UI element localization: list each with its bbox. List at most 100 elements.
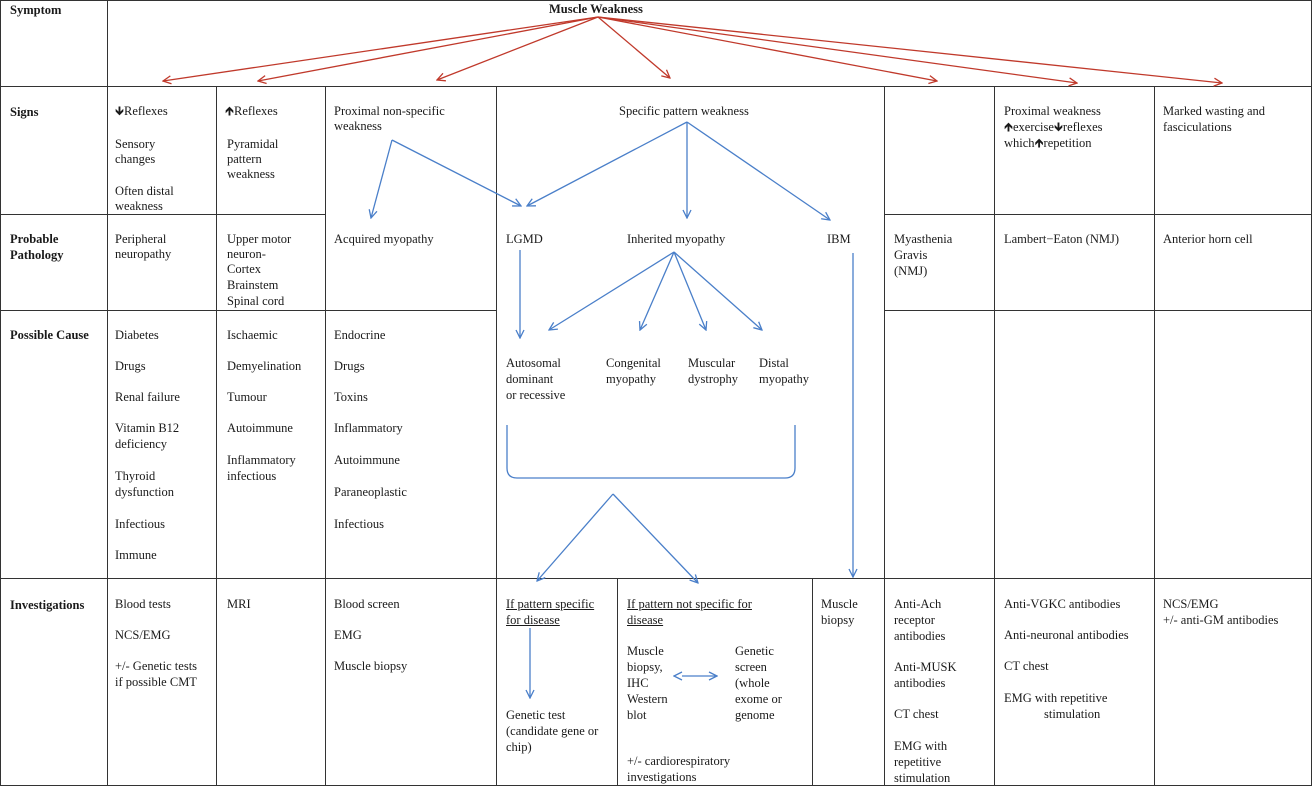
inv-nonspecific-right: genome: [735, 708, 775, 722]
signs-specific: Specific pattern weakness: [619, 104, 749, 118]
grid-col-5: [617, 578, 618, 786]
inv-lambert-item: Anti-VGKC antibodies: [1004, 597, 1121, 611]
signs-upper-line: Pyramidal: [227, 137, 279, 151]
blue-arrow-bracket-nonspecific: [612, 493, 698, 583]
grid-row-pathology-bottom: [0, 310, 497, 311]
red-arrow-myasthenia: [597, 16, 937, 81]
grid-col-8: [994, 86, 995, 786]
cause-peripheral-item: Vitamin B12: [115, 421, 180, 435]
cause-proximal-item: Infectious: [334, 517, 384, 531]
inv-ibm-item: biopsy: [821, 613, 855, 627]
grid-left: [0, 0, 1, 786]
grid-col-3: [325, 86, 326, 786]
cause-congenital-line: Congenital: [606, 356, 661, 370]
cause-peripheral-item: Immune: [115, 548, 157, 562]
inv-proximal-item: EMG: [334, 628, 362, 642]
pathology-upper-line: Spinal cord: [227, 294, 285, 308]
signs-proximal-line: Proximal non-specific: [334, 104, 445, 118]
cause-upper-item: infectious: [227, 469, 277, 483]
inv-lambert-item: CT chest: [1004, 659, 1049, 673]
up-arrow-icon: 🡹: [225, 104, 234, 118]
pathology-myasthenia-line: (NMJ): [894, 264, 928, 278]
cause-peripheral-item: deficiency: [115, 437, 168, 451]
blue-arrow-specific-ibm: [686, 121, 830, 220]
signs-anterior-line: Marked wasting and: [1163, 104, 1266, 118]
signs-peripheral-reflexes: 🡻Reflexes: [115, 104, 168, 118]
row-label-pathology-2: Pathology: [10, 248, 64, 262]
inv-nonspecific-left: Muscle: [627, 644, 664, 658]
inv-lambert-item: stimulation: [1044, 707, 1101, 721]
blue-arrow-inherited-congenital: [640, 251, 675, 330]
red-arrow-upper: [258, 16, 599, 81]
pathology-ibm: IBM: [827, 232, 851, 246]
pathology-myasthenia-line: Gravis: [894, 248, 928, 262]
pathology-acquired: Acquired myopathy: [334, 232, 434, 246]
grid-col-9: [1154, 86, 1155, 786]
inv-lambert-item: EMG with repetitive: [1004, 691, 1108, 705]
red-arrow-anterior: [597, 16, 1222, 83]
inv-specific-result: Genetic test: [506, 708, 566, 722]
cause-autosomal-line: Autosomal: [506, 356, 561, 370]
inv-nonspecific-foot: +/- cardiorespiratory: [627, 754, 731, 768]
inv-nonspecific-right: screen: [735, 660, 767, 674]
signs-peripheral-line: Often distal: [115, 184, 174, 198]
inv-nonspecific-left: blot: [627, 708, 647, 722]
signs-lambert-line1: Proximal weakness: [1004, 104, 1101, 118]
pathology-upper-line: neuron-: [227, 247, 266, 261]
grid-row-symptom-bottom: [0, 86, 1312, 87]
signs-lambert-line2: 🡹exercise🡻reflexes: [1004, 120, 1103, 134]
signs-peripheral-line: Sensory: [115, 137, 156, 151]
pathology-lgmd: LGMD: [506, 232, 543, 246]
cause-peripheral-item: Drugs: [115, 359, 146, 373]
pathology-upper-line: Cortex: [227, 262, 262, 276]
cause-distal-line: Distal: [759, 356, 789, 370]
row-label-pathology-1: Probable: [10, 232, 59, 246]
inv-myasthenia-item: antibodies: [894, 676, 946, 690]
cause-proximal-item: Drugs: [334, 359, 365, 373]
cause-proximal-item: Endocrine: [334, 328, 386, 342]
signs-upper-line: pattern: [227, 152, 262, 166]
inv-nonspecific-right: exome or: [735, 692, 782, 706]
cause-upper-item: Ischaemic: [227, 328, 278, 342]
inv-specific-result: (candidate gene or: [506, 724, 599, 738]
inv-specific-heading: If pattern specific: [506, 597, 595, 611]
grid-col-7: [884, 86, 885, 786]
cause-muscular-line: dystrophy: [688, 372, 738, 386]
cause-proximal-item: Autoimmune: [334, 453, 400, 467]
cause-proximal-item: Inflammatory: [334, 421, 403, 435]
red-arrow-proximal: [437, 16, 599, 80]
inv-nonspecific-foot: investigations: [627, 770, 697, 784]
signs-peripheral-line: changes: [115, 152, 156, 166]
signs-upper-line: weakness: [227, 167, 275, 181]
pathology-anterior: Anterior horn cell: [1163, 232, 1253, 246]
inv-myasthenia-item: CT chest: [894, 707, 939, 721]
grid-col-2: [216, 86, 217, 786]
pathology-peripheral-line: Peripheral: [115, 232, 167, 246]
row-label-signs: Signs: [10, 105, 39, 119]
down-arrow-icon: 🡻: [1053, 120, 1063, 134]
grid-row-signs-bottom-right: [885, 214, 1312, 215]
cause-peripheral-item: Infectious: [115, 517, 165, 531]
inv-lambert-item: Anti-neuronal antibodies: [1004, 628, 1129, 642]
row-label-symptom: Symptom: [10, 3, 62, 17]
signs-proximal-line: weakness: [334, 119, 382, 133]
cause-muscular-line: Muscular: [688, 356, 736, 370]
blue-arrow-inherited-muscular: [673, 251, 706, 330]
inv-specific-heading: for disease: [506, 613, 560, 627]
blue-arrow-inherited-distal: [673, 251, 762, 330]
blue-arrow-proximal-lgmd: [391, 139, 521, 206]
red-arrow-peripheral: [163, 16, 599, 81]
signs-peripheral-line: weakness: [115, 199, 163, 213]
inv-nonspecific-heading: disease: [627, 613, 664, 627]
pathology-lambert: Lambert−Eaton (NMJ): [1004, 232, 1120, 246]
inv-nonspecific-right: (whole: [735, 676, 770, 690]
blue-arrow-specific-lgmd: [527, 121, 688, 206]
inv-myasthenia-item: Anti-MUSK: [894, 660, 957, 674]
blue-bracket: [506, 425, 796, 479]
blue-arrow-bracket-specific: [537, 493, 614, 581]
cause-upper-item: Demyelination: [227, 359, 302, 373]
inv-upper-item: MRI: [227, 597, 251, 611]
inv-proximal-item: Blood screen: [334, 597, 400, 611]
inv-peripheral-item: NCS/EMG: [115, 628, 171, 642]
